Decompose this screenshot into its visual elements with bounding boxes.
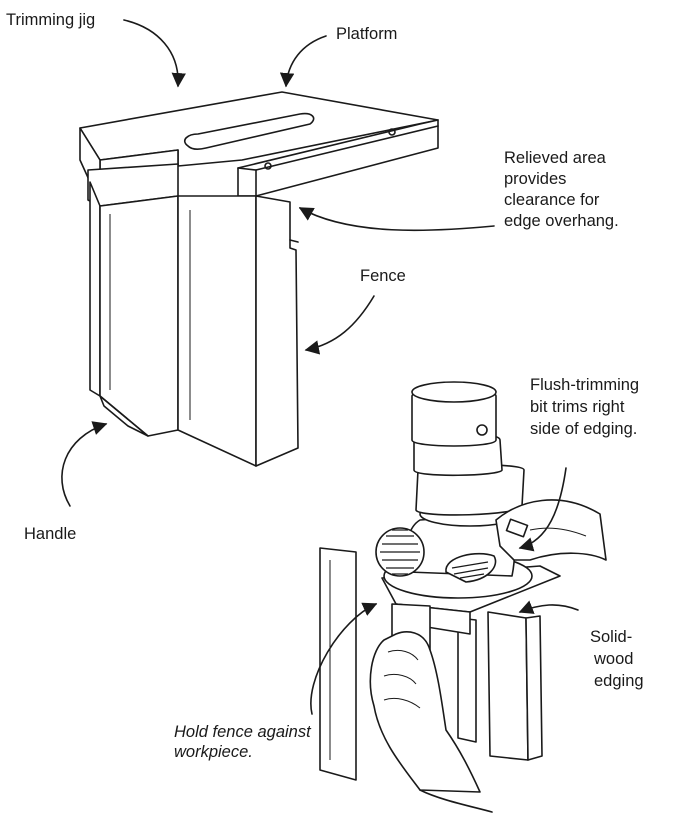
label-handle: Handle [24, 525, 77, 543]
solid-wood-edging [457, 617, 477, 743]
flush-trim-arrow [518, 467, 567, 552]
solid-wood-edging-arrow [518, 600, 579, 614]
handle-arrow [61, 421, 108, 507]
hold-fence-arrow [310, 602, 378, 715]
workpiece-panel [319, 547, 357, 781]
jig-handle [99, 395, 149, 437]
label-relieved-area: Relieved area provides clearance for edg… [504, 149, 619, 230]
jig-drawing [79, 91, 439, 467]
fence-arrow [304, 295, 375, 355]
hand-on-fence [369, 631, 481, 793]
relieved-area-arrow [298, 207, 495, 232]
label-fence: Fence [360, 267, 406, 285]
label-hold-fence: Hold fence against workpiece. [174, 723, 311, 761]
label-solid-wood-edging: Solid- wood edging [590, 628, 644, 690]
label-trimming-jig: Trimming jig [6, 11, 96, 29]
platform-arrow [279, 35, 327, 88]
label-flush-trimming: Flush-trimming bit trims right side of e… [530, 376, 640, 438]
trimming-jig-arrow [123, 19, 186, 88]
label-platform: Platform [336, 25, 398, 43]
jig-left-upright [89, 181, 101, 397]
platform-slot [183, 112, 315, 151]
router-drawing [319, 381, 607, 813]
